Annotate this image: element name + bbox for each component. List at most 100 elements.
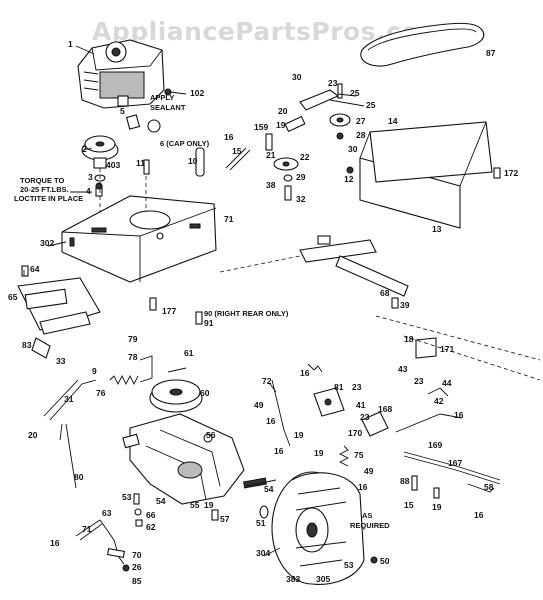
label-79: 79 <box>128 334 138 344</box>
label-76: 76 <box>96 388 106 398</box>
apply-sealant-note: APPLY SEALANT <box>150 93 186 112</box>
shaft-10 <box>195 147 205 177</box>
label-19d: 19 <box>314 448 324 458</box>
bolt-88 <box>411 475 418 491</box>
as-required-note: AS REQUIRED <box>350 511 390 530</box>
label-14: 14 <box>388 116 398 126</box>
label-12: 12 <box>344 174 354 184</box>
label-11: 11 <box>136 158 145 168</box>
hitch-bar <box>299 235 409 297</box>
spring-76 <box>109 374 139 386</box>
label-42: 42 <box>434 396 444 406</box>
nut-30 <box>336 132 344 140</box>
label-26: 26 <box>132 562 142 572</box>
label-30b: 30 <box>348 144 358 154</box>
engine <box>77 39 165 109</box>
label-44: 44 <box>442 378 452 388</box>
rod-80 <box>65 423 77 489</box>
spring-75 <box>338 445 350 467</box>
label-39: 39 <box>400 300 410 310</box>
label-53b: 53 <box>344 560 354 570</box>
nut-50 <box>370 556 378 564</box>
label-54a: 54 <box>156 496 166 506</box>
cap-6 <box>147 119 161 133</box>
label-49a: 49 <box>254 400 264 410</box>
part-labels: 1 102 2 403 3 4 5 10 11 302 71 16 15 159… <box>8 39 518 586</box>
bolt-12 <box>346 166 354 174</box>
label-83: 83 <box>22 340 32 350</box>
label-302: 302 <box>40 238 54 248</box>
label-63: 63 <box>102 508 112 518</box>
label-23a: 23 <box>328 78 338 88</box>
label-2: 2 <box>82 144 87 154</box>
label-10: 10 <box>188 156 198 166</box>
label-58: 58 <box>484 482 494 492</box>
label-61: 61 <box>184 348 194 358</box>
label-27: 27 <box>356 116 366 126</box>
right-rear-only-note: 90 (RIGHT REAR ONLY) <box>204 309 289 318</box>
label-16h: 16 <box>274 446 284 456</box>
brake-link-168 <box>361 411 389 437</box>
svg-text:LOCTITE IN PLACE: LOCTITE IN PLACE <box>14 194 83 203</box>
label-33: 33 <box>56 356 66 366</box>
bolt-177 <box>149 297 157 311</box>
label-19b: 19 <box>204 500 214 510</box>
label-75: 75 <box>354 450 364 460</box>
label-16d: 16 <box>358 482 368 492</box>
label-23d: 23 <box>414 376 424 386</box>
label-305: 305 <box>316 574 330 584</box>
torque-note: TORQUE TO 20-25 FT.LBS. LOCTITE IN PLACE <box>14 176 83 203</box>
plate-65 <box>17 277 101 335</box>
brake-rod-169 <box>403 451 501 485</box>
label-172: 172 <box>504 168 518 178</box>
label-71: 71 <box>224 214 234 224</box>
label-80: 80 <box>74 472 84 482</box>
label-68: 68 <box>380 288 390 298</box>
bolt-19-57 <box>211 509 219 521</box>
label-38: 38 <box>266 180 276 190</box>
label-13: 13 <box>432 224 442 234</box>
label-23c: 23 <box>360 412 370 422</box>
label-72: 72 <box>262 376 272 386</box>
label-25b: 25 <box>366 100 376 110</box>
label-62: 62 <box>146 522 156 532</box>
label-25a: 25 <box>350 88 360 98</box>
label-159: 159 <box>254 122 268 132</box>
brake-rod-72 <box>271 379 291 447</box>
label-43: 43 <box>398 364 408 374</box>
svg-text:APPLY: APPLY <box>150 93 174 102</box>
spring-18 <box>307 363 323 373</box>
label-70: 70 <box>132 550 142 560</box>
label-66: 66 <box>146 510 156 520</box>
label-60: 60 <box>200 388 210 398</box>
label-71b: 71 <box>82 524 92 534</box>
label-53a: 53 <box>122 492 132 502</box>
bolt-102 <box>164 88 187 96</box>
label-19e: 19 <box>432 502 442 512</box>
label-170: 170 <box>348 428 362 438</box>
label-19a: 19 <box>276 120 286 130</box>
bolt-39 <box>391 297 399 309</box>
svg-text:TORQUE TO: TORQUE TO <box>20 176 64 185</box>
label-23b: 23 <box>352 382 362 392</box>
bolt-25 <box>337 83 343 99</box>
label-168: 168 <box>378 404 392 414</box>
pulley-27 <box>329 113 351 127</box>
label-50: 50 <box>380 556 390 566</box>
bolt-53 <box>133 493 140 505</box>
bracket-83 <box>31 337 51 359</box>
label-85: 85 <box>132 576 142 586</box>
washer-51 <box>259 505 269 519</box>
label-16a: 16 <box>224 132 234 142</box>
transaxle-pulley <box>149 379 203 413</box>
brake-arm-58 <box>467 483 495 493</box>
leader-lines <box>23 45 365 565</box>
rear-panel <box>359 121 493 229</box>
idler-pulley-22 <box>273 157 299 171</box>
label-16e: 16 <box>300 368 310 378</box>
svg-text:SEALANT: SEALANT <box>150 103 186 112</box>
svg-text:REQUIRED: REQUIRED <box>350 521 390 530</box>
label-3: 3 <box>88 172 93 182</box>
label-29: 29 <box>296 172 306 182</box>
label-15a: 15 <box>232 146 242 156</box>
